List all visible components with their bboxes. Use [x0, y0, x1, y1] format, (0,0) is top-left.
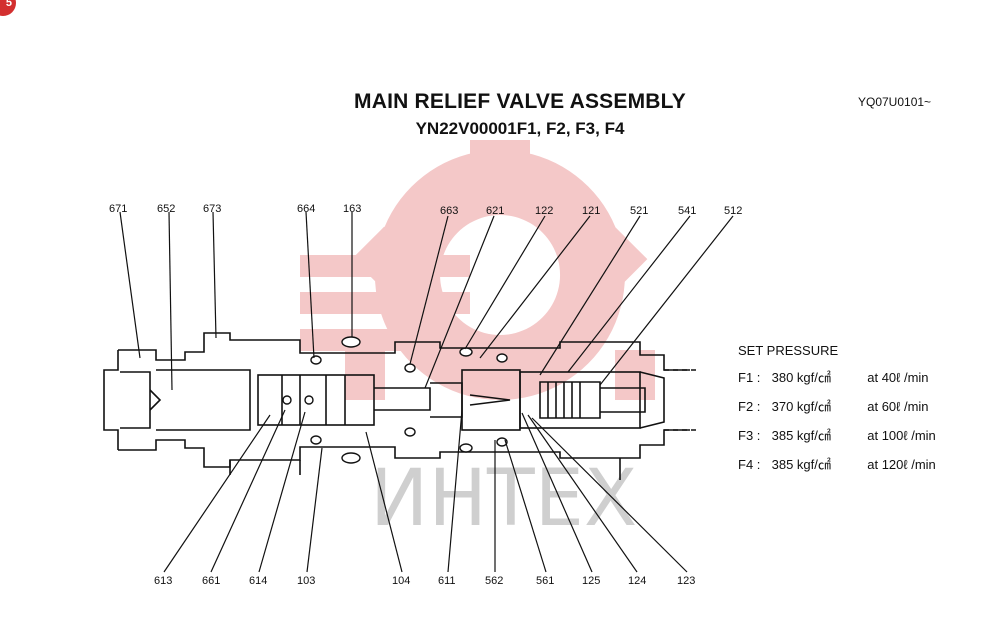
pressure-name: F1 : [738, 370, 761, 385]
set-pressure-heading: SET PRESSURE [738, 343, 839, 358]
callout-614: 614 [249, 575, 267, 587]
callout-663: 663 [440, 205, 458, 217]
pressure-row-f2: F2 : 370 kgf/㎠ at 60ℓ /min [738, 396, 936, 425]
valve-body-outline [103, 332, 700, 480]
callout-122: 122 [535, 205, 553, 217]
callout-521: 521 [630, 205, 648, 217]
watermark-logo [300, 140, 655, 400]
callout-121: 121 [582, 205, 600, 217]
pressure-name: F3 : [738, 428, 761, 443]
set-pressure-panel: SET PRESSURE F1 : 380 kgf/㎠ at 40ℓ /min … [738, 343, 936, 483]
callout-124: 124 [628, 575, 646, 587]
callout-671: 671 [109, 203, 127, 215]
pressure-value: 370 kgf/㎠ [771, 399, 831, 414]
diagram-title: MAIN RELIEF VALVE ASSEMBLY [354, 90, 686, 113]
callout-613: 613 [154, 575, 172, 587]
pressure-value: 380 kgf/㎠ [771, 370, 831, 385]
callout-673: 673 [203, 203, 221, 215]
bottom-callouts: 613 661 614 103 104 611 562 561 125 124 … [154, 575, 695, 587]
document-code: YQ07U0101~ [858, 95, 932, 109]
o-ring-seals [282, 336, 508, 464]
pressure-row-f3: F3 : 385 kgf/㎠ at 100ℓ /min [738, 425, 936, 454]
pressure-name: F4 : [738, 457, 761, 472]
leader-lines [119, 211, 734, 573]
callout-163: 163 [343, 203, 361, 215]
page-number-badge: 5 [0, 0, 16, 16]
callout-621: 621 [486, 205, 504, 217]
callout-512: 512 [724, 205, 742, 217]
pressure-flow: at 120ℓ /min [867, 457, 936, 472]
top-callouts: 671 652 673 664 163 663 621 122 121 521 … [109, 203, 742, 217]
callout-661: 661 [202, 575, 220, 587]
pressure-name: F2 : [738, 399, 761, 414]
pressure-value: 385 kgf/㎠ [771, 457, 831, 472]
pressure-row-f4: F4 : 385 kgf/㎠ at 120ℓ /min [738, 454, 936, 483]
callout-561: 561 [536, 575, 554, 587]
callout-562: 562 [485, 575, 503, 587]
callout-652: 652 [157, 203, 175, 215]
pressure-flow: at 60ℓ /min [867, 399, 929, 414]
pressure-row-f1: F1 : 380 kgf/㎠ at 40ℓ /min [738, 367, 936, 396]
pressure-flow: at 100ℓ /min [867, 428, 936, 443]
callout-103: 103 [297, 575, 315, 587]
callout-125: 125 [582, 575, 600, 587]
callout-104: 104 [392, 575, 410, 587]
pressure-flow: at 40ℓ /min [867, 370, 929, 385]
callout-611: 611 [438, 575, 456, 587]
diagram-subtitle: YN22V00001F1, F2, F3, F4 [415, 119, 625, 138]
pressure-value: 385 kgf/㎠ [771, 428, 831, 443]
callout-123: 123 [677, 575, 695, 587]
watermark-text: ИНТЕХ [370, 454, 637, 544]
callout-664: 664 [297, 203, 315, 215]
callout-541: 541 [678, 205, 696, 217]
